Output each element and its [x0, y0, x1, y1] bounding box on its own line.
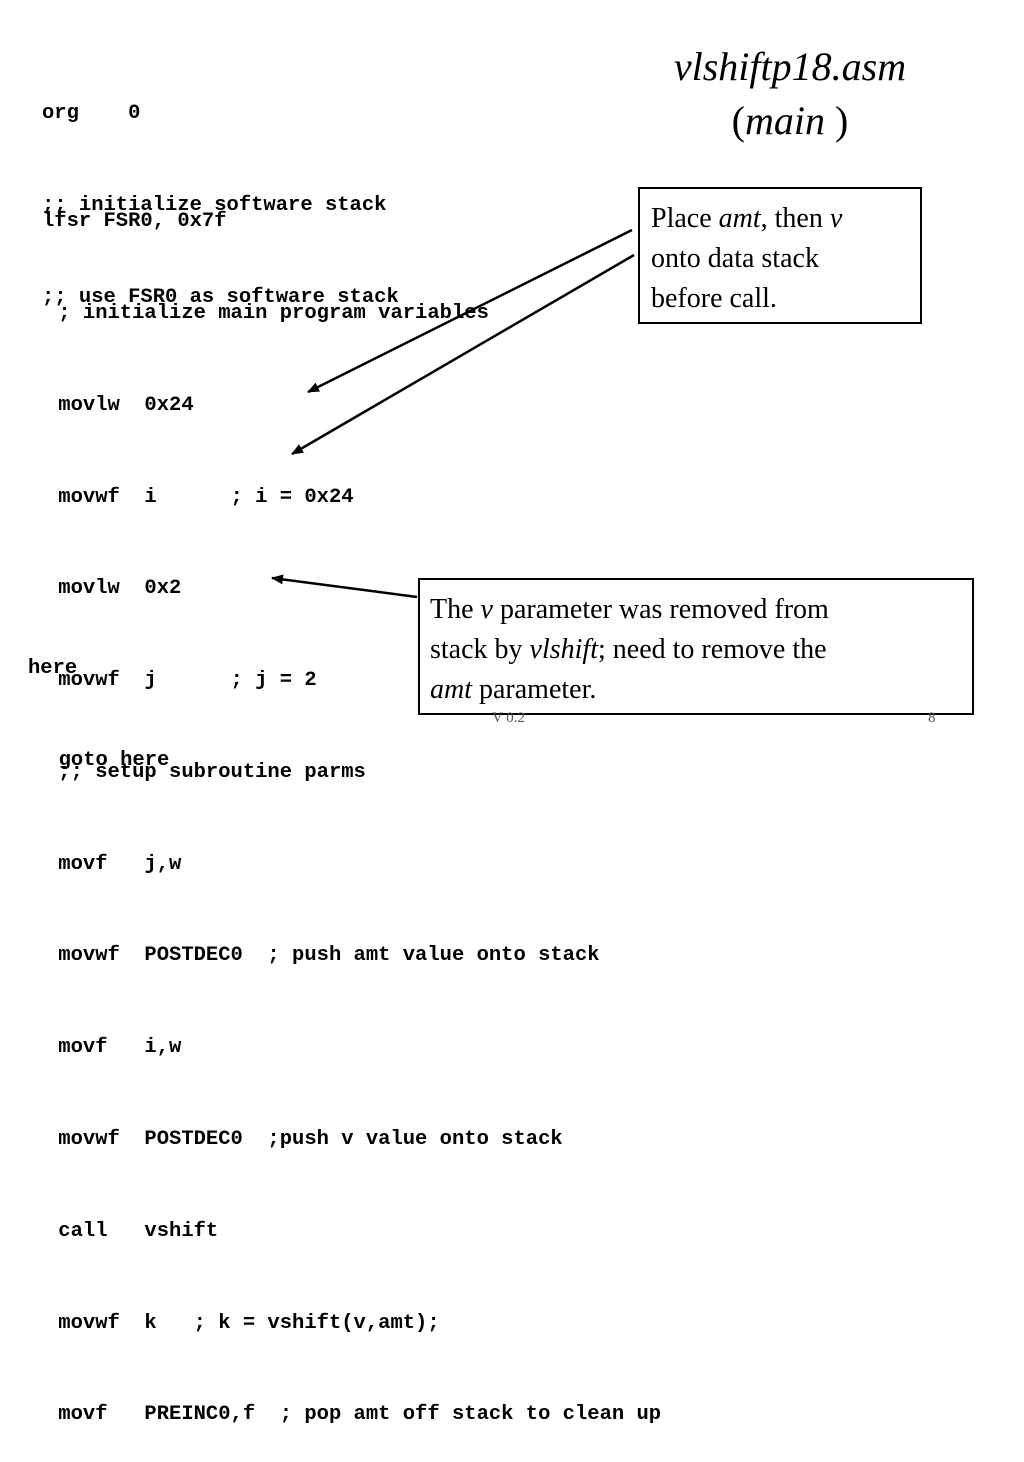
code-line: movf i,w [46, 1036, 182, 1060]
code-block-loop: here goto here [28, 593, 169, 807]
callout-line: before call. [651, 283, 777, 314]
code-line: here [28, 657, 78, 681]
callout-line: The v parameter was removed from [430, 594, 829, 625]
arrow-to-push-amt [307, 228, 633, 394]
callout-push-params: Place amt, then v onto data stack before… [638, 187, 922, 324]
arrow-to-pop-amt [271, 574, 418, 599]
footer-version: V 0.2 [492, 710, 526, 726]
code-line: lfsr FSR0, 0x7f [42, 210, 227, 234]
code-line: movf j,w [46, 852, 182, 876]
code-line: movwf POSTDEC0 ; push amt value onto sta… [46, 944, 600, 968]
code-line: movf PREINC0,f ; pop amt off stack to cl… [46, 1403, 662, 1427]
code-block-setup: org 0 ;; initialize software stack ;; us… [42, 38, 399, 344]
code-line: ;; initialize software stack [42, 193, 387, 217]
code-line: goto here [34, 748, 170, 772]
callout-line: amt parameter. [430, 674, 597, 705]
callout-line: stack by vlshift; need to remove the [430, 634, 827, 665]
footer-page-number: 8 [928, 710, 936, 726]
code-line: movlw 0x24 [46, 393, 194, 417]
title-paren-open: ( [731, 98, 745, 143]
title-filename: vlshiftp18.asm [673, 44, 907, 89]
title-paren-close: ) [825, 98, 849, 143]
code-line: movwf j ; j = 2 [46, 669, 317, 693]
code-line: movwf k ; k = vshift(v,amt); [46, 1311, 440, 1335]
title-main: main [745, 98, 825, 143]
code-line: ; initialize main program variables [46, 301, 489, 325]
callout-line: onto data stack [651, 243, 819, 274]
title-subtitle: (main ) [630, 94, 950, 148]
callout-arrows [271, 228, 635, 599]
code-line: call vshift [46, 1219, 219, 1243]
slide-title: vlshiftp18.asm (main ) [630, 40, 950, 148]
callout-cleanup-stack: The v parameter was removed from stack b… [418, 578, 974, 715]
code-line: movwf i ; i = 0x24 [46, 485, 354, 509]
code-line: movwf POSTDEC0 ;push v value onto stack [46, 1128, 563, 1151]
code-line: ;; use FSR0 as software stack [42, 285, 399, 309]
code-line: movlw 0x2 [46, 577, 182, 601]
callout-line: Place amt, then v [651, 203, 843, 234]
arrow-to-push-v [291, 253, 635, 456]
code-line: org 0 [42, 102, 141, 126]
